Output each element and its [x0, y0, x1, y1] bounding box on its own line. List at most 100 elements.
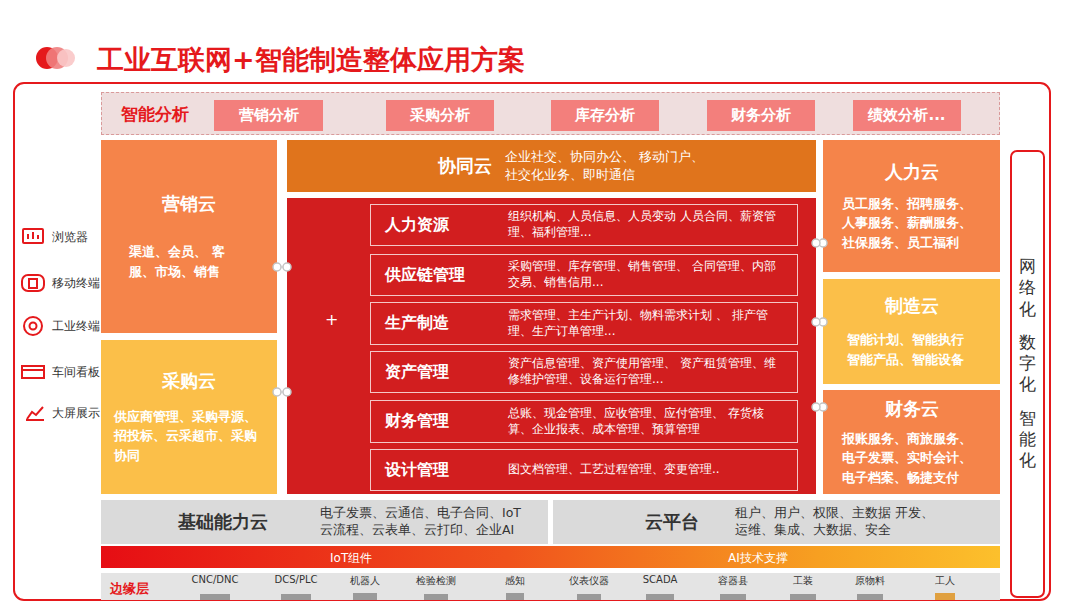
node-body: 供应商管理、采购寻源、 招投标、云采超市、采购 协同: [114, 407, 264, 466]
cloud-box: 采购云供应商管理、采购寻源、 招投标、云采超市、采购 协同: [101, 340, 277, 494]
band-text: 网络化: [1019, 256, 1036, 320]
title-text: 工业互联网+智能制造整体应用方案: [97, 42, 525, 78]
module-row: 人力资源组织机构、人员信息、人员变动 人员合同、薪资管理、福利管理...: [370, 204, 798, 246]
node-heading: 云平台: [645, 510, 735, 534]
module-row: 财务管理总账、现金管理、应收管理、应付管理、 存货核算、企业报表、成本管理、预算…: [370, 400, 798, 443]
connector-dot: [273, 263, 281, 271]
node-heading: 营销云: [162, 192, 216, 216]
node-body: 员工服务、招聘服务、 人事服务、薪酬服务、 社保服务、员工福利: [842, 194, 982, 253]
connector-dot: [819, 239, 827, 247]
gear-icon-hub: [30, 323, 37, 330]
node-heading: 供应链管理: [371, 265, 508, 286]
node-body: 需求管理、主生产计划、物料需求计划 、 排产管理、生产订单管理...: [508, 308, 780, 339]
node-body: 报账服务、商旅服务、 电子发票、实时会计、 电子档案、畅捷支付: [842, 429, 982, 488]
browser-icon-bar: [32, 232, 34, 239]
node-heading: 生产制造: [371, 313, 508, 334]
platform-box: 云平台租户、用户、权限、主数据 开发、运维、集成、大数据、安全: [553, 500, 1000, 544]
edge-layer-band: 边缘层CNC/DNCDCS/PLC机器人检验检测感知仪表仪器SCADA容器县工装…: [101, 573, 1000, 600]
band-text: AI技术支撑: [728, 550, 788, 567]
band-text: 数字化: [1019, 332, 1036, 396]
node-body: 租户、用户、权限、主数据 开发、运维、集成、大数据、安全: [735, 505, 940, 539]
board-icon-line: [22, 369, 44, 371]
node-body: 总账、现金管理、应收管理、应付管理、 存货核算、企业报表、成本管理、预算管理: [508, 406, 780, 437]
module-row: 设计管理图文档管理、工艺过程管理、变更管理..: [370, 449, 798, 491]
device-label: 原物料: [855, 574, 885, 588]
connector-dot: [812, 403, 820, 411]
connector-dot: [283, 388, 291, 396]
terminal-label: 移动终端: [52, 275, 100, 292]
node-heading: 营销分析: [239, 106, 299, 125]
node-heading: 绩效分析...: [868, 106, 945, 125]
node-body: 电子发票、云通信、电子合同、IoT 云流程、云表单、云打印、企业AI: [320, 505, 525, 539]
device-label: 工装: [793, 574, 813, 588]
terminal-label: 车间看板: [52, 364, 100, 381]
connector-dot: [812, 318, 820, 326]
node-body: 渠道、会员、 客服、市场、销售: [129, 242, 249, 281]
node-body: 企业社交、协同办公、 移动门户、社交化业务、即时通信: [505, 148, 715, 183]
device-label: CNC/DNC: [192, 574, 239, 585]
connector-line: [277, 266, 287, 268]
gear-icon: [24, 317, 42, 335]
device-label: 仪表仪器: [569, 574, 609, 588]
device-label: SCADA: [643, 574, 678, 585]
analysis-band: 智能分析 营销分析 采购分析 库存分析 财务分析 绩效分析...: [101, 92, 1000, 135]
analysis-box: 绩效分析...: [853, 100, 961, 131]
connector-line: [277, 391, 287, 393]
connector-dot: [273, 388, 281, 396]
node-heading: 制造云: [885, 294, 939, 318]
connector-line: [816, 321, 823, 323]
connector-dot: [283, 263, 291, 271]
mobile-icon-screen: [29, 279, 37, 288]
terminal-icons: [22, 229, 44, 420]
logo-circle: [57, 49, 75, 67]
connector: [273, 263, 291, 271]
chart-icon: [27, 407, 43, 419]
platform-box: 基础能力云电子发票、云通信、电子合同、IoT 云流程、云表单、云打印、企业AI: [101, 500, 548, 544]
cloud-box: 财务云报账服务、商旅服务、 电子发票、实时会计、 电子档案、畅捷支付: [823, 390, 1000, 494]
terminal-label: 工业终端: [52, 318, 100, 335]
support-band: IoT组件 AI技术支撑: [101, 546, 1000, 568]
node-heading: 财务管理: [371, 411, 508, 432]
node-heading: 人力云: [885, 160, 939, 184]
terminal-label: 大屏展示: [52, 405, 100, 422]
node-heading: +: [325, 310, 338, 329]
band-text: 智能化: [1019, 408, 1036, 472]
connector: [812, 403, 827, 411]
module-row: 供应链管理采购管理、库存管理、销售管理、 合同管理、内部交易、销售信用...: [370, 254, 798, 296]
board-icon: [22, 366, 44, 378]
device-label: DCS/PLC: [275, 574, 318, 585]
node-heading: 财务分析: [731, 106, 791, 125]
mobile-icon: [22, 275, 44, 291]
cloud-bar: 协同云企业社交、协同办公、 移动门户、社交化业务、即时通信: [287, 140, 816, 192]
node-heading: 设计管理: [371, 460, 508, 481]
node-heading: 人力资源: [371, 215, 508, 236]
node-heading: 库存分析: [575, 106, 635, 125]
analysis-box: 采购分析: [386, 100, 494, 131]
connector-dot: [819, 403, 827, 411]
device-label: 工人: [935, 574, 955, 588]
cloud-box: 人力云员工服务、招聘服务、 人事服务、薪酬服务、 社保服务、员工福利: [823, 140, 1000, 272]
connector-dot: [819, 318, 827, 326]
browser-icon: [23, 229, 43, 243]
cloud-box: 营销云渠道、会员、 客服、市场、销售: [101, 140, 277, 333]
node-heading: 智能分析: [121, 103, 189, 126]
analysis-box: 营销分析: [214, 100, 323, 131]
node-body: 采购管理、库存管理、销售管理、 合同管理、内部交易、销售信用...: [508, 259, 780, 290]
terminal-label: 浏览器: [52, 229, 88, 246]
device-label: 感知: [505, 574, 525, 588]
connector-line: [816, 406, 823, 408]
device-label: 机器人: [350, 574, 380, 588]
module-row: 资产管理资产信息管理、资产使用管理、 资产租赁管理、维修维护管理、设备运行管理.…: [370, 351, 798, 393]
node-heading: 采购分析: [410, 106, 470, 125]
connector: [812, 239, 827, 247]
connector-line: [816, 242, 823, 244]
chart-icon-axis: [26, 419, 44, 421]
node-body: 图文档管理、工艺过程管理、变更管理..: [508, 462, 780, 478]
connector: [273, 388, 291, 396]
device-label: 检验检测: [416, 574, 456, 588]
cloud-box: 制造云智能计划、智能执行 智能产品、智能设备: [823, 279, 1000, 384]
band-text: IoT组件: [330, 550, 372, 567]
outer-frame: [14, 83, 1050, 600]
node-heading: 资产管理: [371, 362, 508, 383]
